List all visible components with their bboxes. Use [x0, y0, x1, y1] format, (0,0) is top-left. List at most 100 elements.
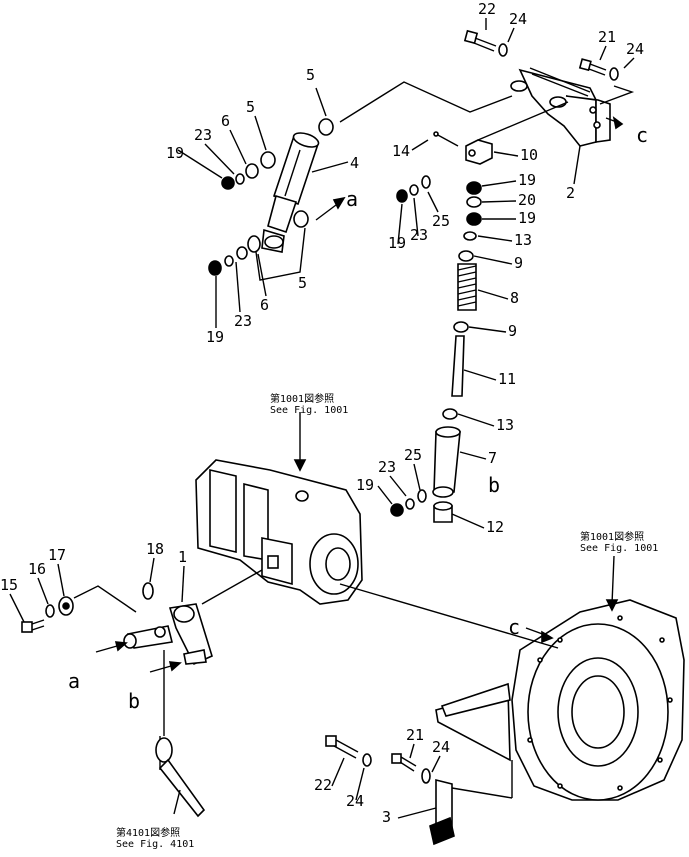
reference-ref1001a-line1: 第1001図参照: [270, 392, 334, 405]
part-label-p9a: 9: [514, 254, 523, 272]
leader-line-p13b: [457, 413, 495, 427]
part-label-p12: 12: [486, 518, 504, 536]
leader-line-p23c: [235, 261, 241, 313]
leader-line-p25a: [427, 191, 439, 213]
part-label-p24d: 24: [346, 792, 364, 810]
lever-part-1: [123, 582, 213, 770]
leader-line-p21b: [409, 743, 415, 759]
reference-ref4101-line1: 第4101図参照: [116, 826, 180, 839]
part-label-p9b: 9: [508, 322, 517, 340]
bolt-22-top: [463, 29, 508, 57]
part-label-pb1: b: [488, 473, 500, 497]
leader-line-p23d: [389, 475, 407, 497]
reference-ref1001b-line1: 第1001図参照: [580, 530, 644, 543]
leader-line-p14: [411, 139, 429, 151]
bracket-part-2: [510, 67, 611, 147]
part-label-pc1: c: [636, 123, 648, 147]
part-label-p5a: 5: [306, 66, 315, 84]
part-label-p1: 1: [178, 548, 187, 566]
bracket-part-3: [429, 778, 455, 846]
leader-line-p13a: [477, 235, 513, 242]
leader-line-p15: [9, 593, 25, 623]
part-label-p6a: 6: [221, 112, 230, 130]
part-label-p18: 18: [146, 540, 164, 558]
leader-line-p2: [573, 145, 581, 185]
part-label-p17: 17: [48, 546, 66, 564]
part-label-p22b: 22: [314, 776, 332, 794]
leader-line-p9b: [468, 326, 507, 333]
part-label-p20: 20: [518, 191, 536, 209]
cylinder-part-4: [261, 132, 320, 253]
part-label-p23a: 23: [194, 126, 212, 144]
leader-line-p11: [463, 369, 497, 381]
bolt-21-top: [578, 58, 619, 81]
leader-line-p5b: [254, 115, 267, 151]
part-label-p5c: 5: [298, 274, 307, 292]
part-label-p11: 11: [498, 370, 516, 388]
part-label-p5b: 5: [246, 98, 255, 116]
leader-line-p12: [451, 513, 485, 529]
part-label-p23c: 23: [234, 312, 252, 330]
washers-top-left: [208, 118, 334, 276]
leader-line-p17: [57, 563, 65, 597]
part-label-p10: 10: [520, 146, 538, 164]
leader-line-p16: [37, 577, 49, 605]
reference-ref1001a-line2: See Fig. 1001: [270, 405, 348, 416]
part-label-p21a: 21: [598, 28, 616, 46]
leader-line-p5a: [315, 87, 327, 117]
leader-line-p24d: [355, 767, 365, 801]
part-label-p24a: 24: [509, 10, 527, 28]
part-label-pb2: b: [128, 689, 140, 713]
leader-line-p10: [493, 151, 519, 157]
part-label-p19d: 19: [518, 209, 536, 227]
part-label-p19f: 19: [356, 476, 374, 494]
pump-body: [195, 412, 363, 605]
leader-line-p19f: [377, 485, 393, 505]
part-label-p13b: 13: [496, 416, 514, 434]
part-label-p16: 16: [28, 560, 46, 578]
leader-line-p9a: [473, 255, 513, 265]
leader-line-p24b: [623, 57, 635, 69]
part-label-p19a: 19: [166, 144, 184, 162]
leader-line-p4: [311, 161, 349, 173]
leader-line-p6a: [229, 129, 247, 165]
part-label-p23b: 23: [410, 226, 428, 244]
leader-line-p23a: [204, 143, 235, 175]
leader-line-p3: [397, 807, 437, 819]
part-label-p24b: 24: [626, 40, 644, 58]
part-label-p24c: 24: [432, 738, 450, 756]
part-label-p25b: 25: [404, 446, 422, 464]
part-label-pa1: a: [346, 187, 358, 211]
leader-line-p22b: [331, 757, 345, 787]
leader-line-p19a: [177, 149, 223, 179]
part-label-p14: 14: [392, 142, 410, 160]
leader-line-p6b: [257, 253, 267, 297]
part-label-p25a: 25: [432, 212, 450, 230]
part-label-p6b: 6: [260, 296, 269, 314]
leader-line-p19e: [397, 203, 403, 245]
part-label-pc2: c: [508, 615, 520, 639]
reference-ref4101-line2: See Fig. 4101: [116, 839, 194, 850]
part-label-p19c: 19: [518, 171, 536, 189]
bolt-21-bottom: [391, 753, 431, 784]
leader-line-p24c: [431, 755, 441, 773]
leader-line-p21a: [599, 45, 607, 61]
part-label-p13a: 13: [514, 231, 532, 249]
part-label-p21b: 21: [406, 726, 424, 744]
part-label-pa2: a: [68, 669, 80, 693]
leader-line-p19c: [481, 180, 517, 187]
leader-line-p25b: [413, 463, 421, 491]
part-label-p19b: 19: [206, 328, 224, 346]
reference-ref1001b-line2: See Fig. 1001: [580, 543, 658, 554]
leader-line-p1: [181, 565, 185, 603]
part-label-p15: 15: [0, 576, 18, 594]
leader-line-p20: [481, 200, 517, 203]
part-label-p8: 8: [510, 289, 519, 307]
rod-assembly: [390, 101, 569, 523]
part-label-p7: 7: [488, 449, 497, 467]
part-label-p23d: 23: [378, 458, 396, 476]
part-label-p4: 4: [350, 154, 359, 172]
leader-line-p24a: [507, 27, 515, 43]
